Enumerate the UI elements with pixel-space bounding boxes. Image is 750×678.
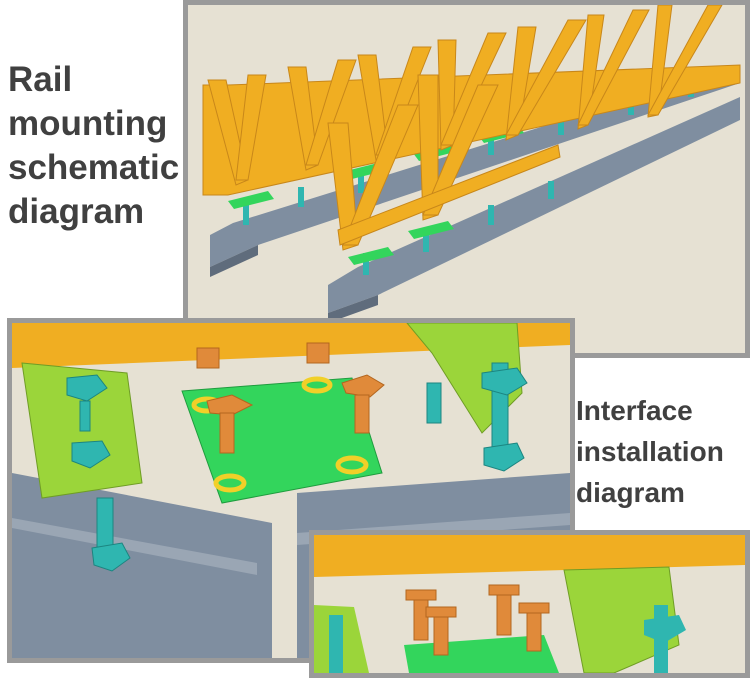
interface-detail-render [309,530,750,678]
label-line: diagram [576,477,685,508]
bracket-right [563,566,680,673]
rail-mounting-label: Rail mounting schematic diagram [8,58,179,234]
label-line: schematic [8,148,180,187]
rail-left [12,473,272,658]
rail-front [328,97,740,313]
interface-detail-drawing [314,535,745,673]
nut [66,374,108,402]
nut [481,367,528,396]
nut [483,442,525,472]
rail-mounting-render [183,0,750,358]
nut [91,542,131,572]
interface-installation-label: Interface installation diagram [576,390,724,513]
steel-beam [314,535,745,577]
hex-bolt [206,394,254,416]
label-line: diagram [8,192,145,231]
nut [644,615,686,643]
label-line: mounting [8,104,168,143]
label-line: Rail [8,60,73,99]
hex-bolt [341,374,385,398]
nut [71,440,111,469]
rail-mounting-drawing [188,5,745,353]
label-line: Interface [576,395,693,426]
label-line: installation [576,436,724,467]
